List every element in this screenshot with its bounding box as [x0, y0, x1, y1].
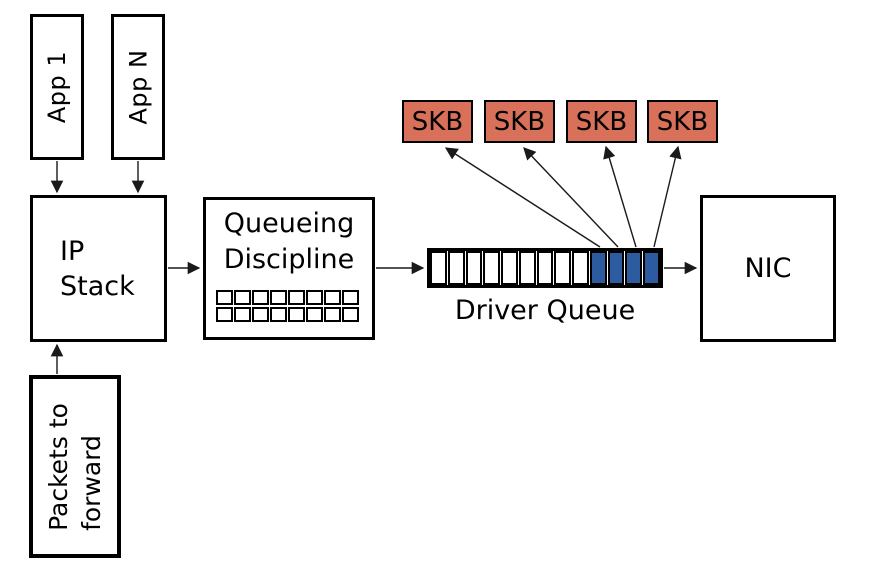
queue-cell-empty — [554, 251, 572, 285]
qdisc-cell — [324, 290, 341, 305]
ip-stack-box: IP Stack — [30, 195, 167, 342]
packets-to-forward-label: Packets to forward — [42, 403, 108, 531]
skb-label-1: SKB — [411, 106, 464, 137]
queue-cell-filled — [589, 251, 607, 285]
driver-queue-label: Driver Queue — [454, 295, 636, 326]
packets-to-forward-line2: forward — [77, 434, 107, 531]
arrow-cell-to-skb1 — [444, 147, 601, 248]
skb-box-1: SKB — [402, 100, 473, 143]
qdisc-cell — [252, 307, 269, 322]
queueing-discipline-box: Queueing Discipline — [203, 197, 375, 340]
skb-box-3: SKB — [566, 100, 637, 143]
ip-stack-label-line1: IP — [60, 235, 85, 267]
qdisc-label-line1: Queueing — [223, 208, 355, 239]
app-n-label: App N — [124, 49, 152, 125]
ip-stack-label-line2: Stack — [60, 270, 135, 302]
app-n-box: App N — [111, 14, 165, 160]
arrow-cell-to-skb3 — [603, 145, 637, 248]
qdisc-cell — [342, 307, 359, 322]
queue-cell-empty — [572, 251, 589, 285]
driver-queue-cells — [427, 248, 663, 288]
app-1-label: App 1 — [43, 50, 72, 124]
qdisc-cell — [216, 307, 233, 322]
skb-label-2: SKB — [493, 106, 546, 137]
skb-label-3: SKB — [575, 106, 628, 137]
qdisc-grid-row — [216, 290, 359, 305]
qdisc-cell — [324, 307, 341, 322]
queue-cell-filled — [643, 251, 660, 285]
qdisc-cell — [306, 290, 323, 305]
packets-to-forward-line1: Packets to — [44, 402, 74, 531]
queue-cell-empty — [518, 251, 536, 285]
queue-cell-empty — [465, 251, 483, 285]
nic-label: NIC — [744, 253, 792, 284]
queue-cell-filled — [625, 251, 643, 285]
queue-cell-empty — [430, 251, 447, 285]
qdisc-cell — [234, 290, 251, 305]
queue-cell-empty — [536, 251, 554, 285]
qdisc-label-line2: Discipline — [223, 244, 355, 275]
nic-box: NIC — [700, 195, 836, 342]
qdisc-cell — [288, 290, 305, 305]
qdisc-cell — [270, 307, 287, 322]
app-1-box: App 1 — [30, 14, 84, 160]
qdisc-grid — [216, 290, 359, 322]
qdisc-cell — [306, 307, 323, 322]
qdisc-cell — [216, 290, 233, 305]
qdisc-cell — [234, 307, 251, 322]
qdisc-grid-row — [216, 307, 359, 322]
queue-cell-empty — [483, 251, 501, 285]
qdisc-cell — [342, 290, 359, 305]
queue-cell-empty — [447, 251, 465, 285]
skb-box-2: SKB — [484, 100, 555, 143]
queue-cell-empty — [501, 251, 518, 285]
qdisc-cell — [288, 307, 305, 322]
packets-to-forward-box: Packets to forward — [29, 375, 121, 558]
arrow-cell-to-skb2 — [523, 147, 619, 248]
arrow-cell-to-skb4 — [653, 145, 682, 248]
skb-label-4: SKB — [656, 106, 709, 137]
qdisc-cell — [252, 290, 269, 305]
skb-box-4: SKB — [647, 100, 718, 143]
qdisc-cell — [270, 290, 287, 305]
queue-cell-filled — [607, 251, 625, 285]
